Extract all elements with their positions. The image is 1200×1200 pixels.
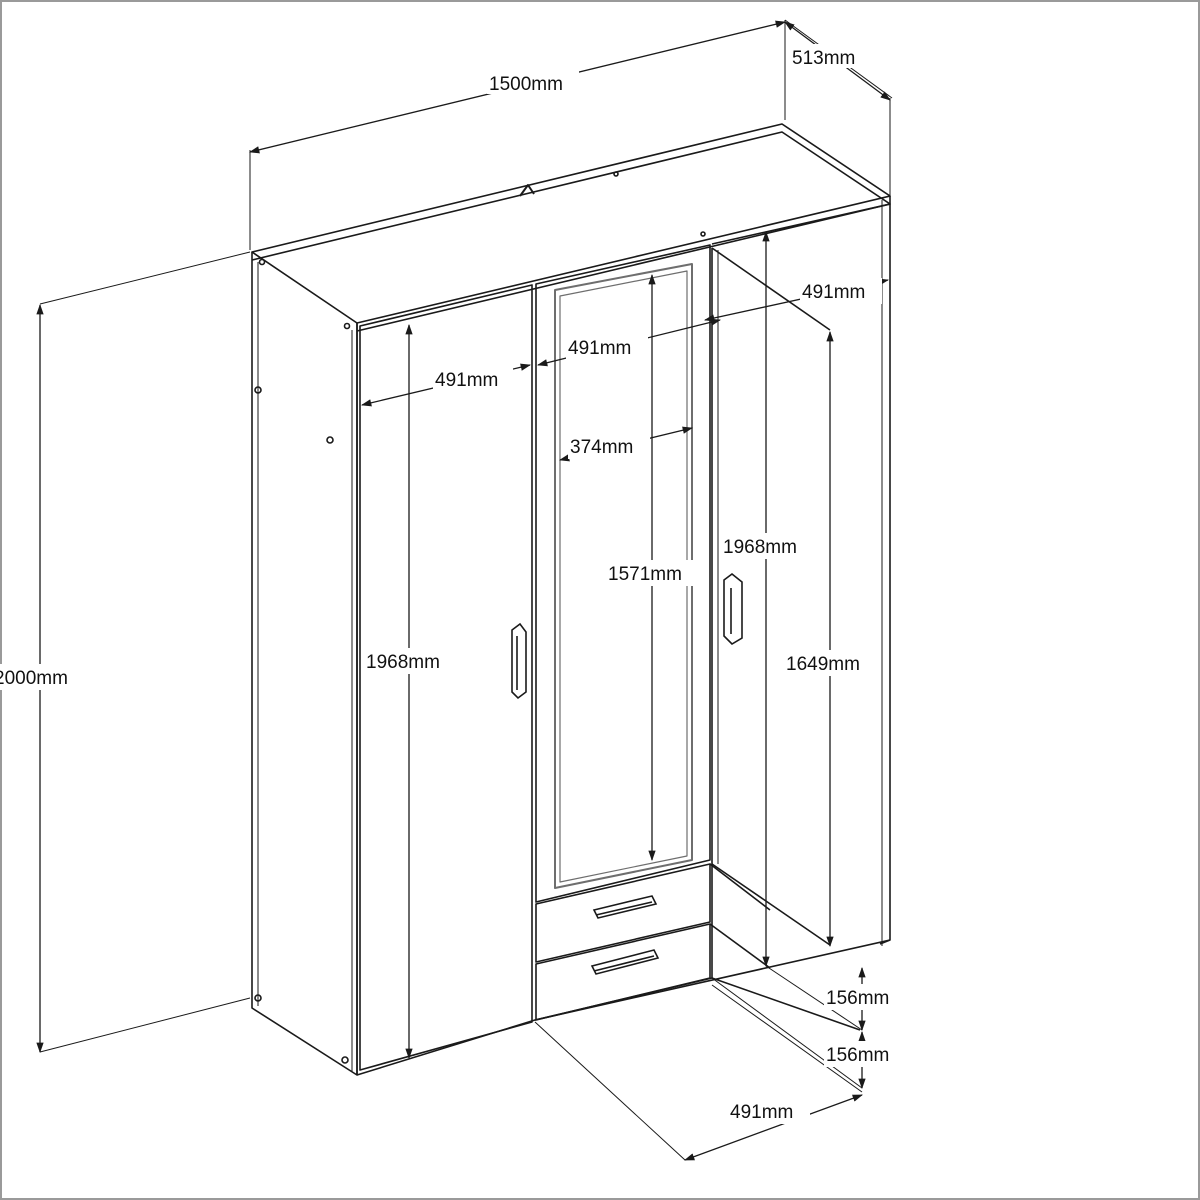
label-width-total: 1500mm [489,74,563,95]
drawer-side-mid [709,923,771,969]
label-right-door-width: 491mm [802,282,865,303]
left-door [359,284,533,1071]
label-mirror-width: 374mm [570,437,633,458]
label-drawer-upper-height: 156mm [826,988,889,1009]
label-middle-door-width: 491mm [568,338,631,359]
top-panel [251,123,891,324]
top-hole-2 [700,231,706,237]
label-drawer-lower-height: 156mm [826,1045,889,1066]
label-left-door-width: 491mm [435,370,498,391]
dim-line-drawer-width [684,1094,863,1161]
wardrobe-body [251,123,891,1076]
dowel-hole-1 [254,386,262,394]
right-door-handle-icon [723,572,743,646]
label-drawer-width: 491mm [730,1102,793,1123]
lower-drawer-front [535,923,711,1021]
label-height-total: 2000mm [0,668,68,689]
dowel-hole-5 [258,258,266,266]
dowel-hole-4 [341,1056,349,1064]
label-left-door-height: 1968mm [366,652,440,673]
label-right-door-height: 1968mm [723,537,797,558]
label-depth-total: 513mm [792,48,855,69]
mirror-outer [554,263,693,889]
drawer-side-top [709,863,771,911]
mirror-inner [559,270,688,883]
dimension-labels: 1500mm 513mm 2000mm 1968mm 491mm 491mm 3… [0,44,902,1124]
top-hole [613,171,619,177]
handles [511,572,743,975]
left-door-handle-icon [511,622,527,700]
dowel-hole-6 [343,322,351,330]
top-bracket [519,184,535,197]
dowel-hole-2 [326,436,334,444]
left-side-panel [251,252,358,1076]
right-interior-floor [711,977,861,1031]
right-interior-bottom [711,863,831,946]
top-panel-edge [251,131,891,332]
right-door-frame [711,203,891,245]
upper-drawer-handle-icon [592,895,658,919]
lower-drawer-handle-icon [590,949,660,975]
middle-door [535,244,711,903]
label-side-inner-height: 1649mm [786,654,860,675]
dowel-hole-3 [254,994,262,1002]
label-mirror-height: 1571mm [608,564,682,585]
upper-drawer-front [535,863,711,963]
